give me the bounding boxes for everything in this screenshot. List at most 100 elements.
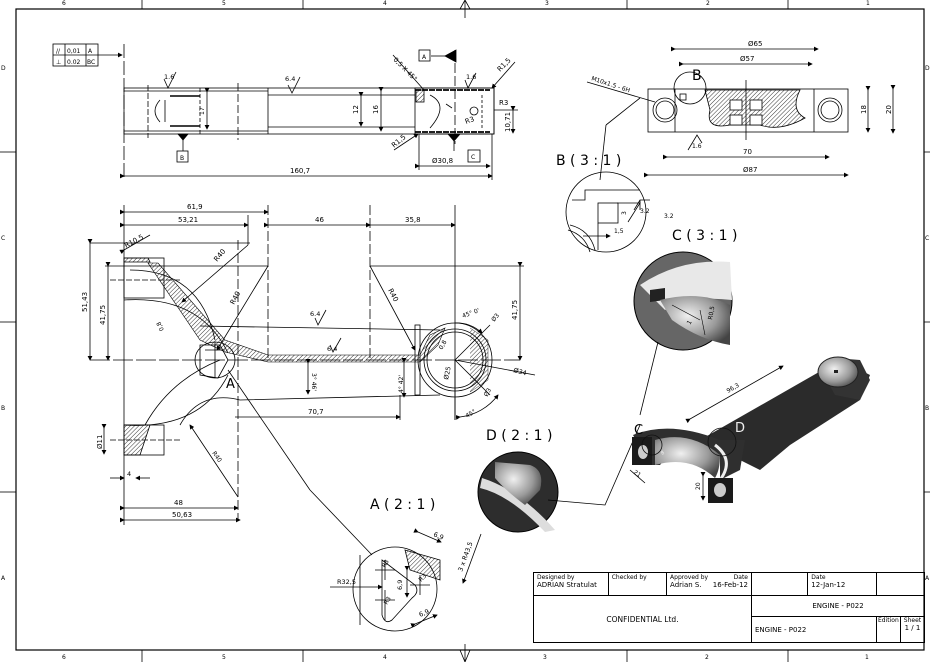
zone-col-4-bottom: 4 [383,654,387,661]
designed-by-label: Designed by [537,574,575,581]
zone-row-c-right: C [925,235,929,242]
dim-dia-34: Ø34 [512,366,527,377]
datum-a-label: A [422,54,427,61]
top-view [52,43,518,180]
dim-70-7: 70,7 [308,408,324,416]
detail-c-title: C ( 3 : 1 ) [672,228,737,244]
iso-dim-8: 8 [660,450,666,457]
detail-a-dim-69-top: 6,9 [432,530,445,541]
detail-a-r3-c: R3 [383,595,393,606]
dim-h18: 18 [860,105,868,114]
zone-col-3: 3 [545,0,549,7]
date-label-1: Date [733,574,748,581]
zone-col-2: 2 [706,0,710,7]
zone-row-b: B [1,405,5,412]
zone-col-5: 5 [222,0,226,7]
dim-r40-a: R40 [212,248,227,264]
datum-b-label: B [180,155,184,162]
dim-r40-d: R40 [210,450,223,464]
detail-a-title: A ( 2 : 1 ) [370,497,435,513]
gdt-datum-1: A [88,48,93,55]
zone-col-5-bottom: 5 [222,654,226,661]
edition-label: Edition [878,617,899,625]
dim-offset: 10,71 [504,112,512,132]
zone-row-a: A [1,575,6,582]
dim-chamfer: 0,5 X 45° [392,56,419,83]
zone-row-c: C [1,235,5,242]
dim-4: 4 [127,470,131,478]
zone-col-2-bottom: 2 [705,654,709,661]
dim-61-9: 61,9 [187,203,203,211]
date-1-value: 16-Feb-12 [712,581,748,589]
detail-a-r43-5: 3 x R43,5 [456,541,474,573]
detail-c [633,251,733,416]
dim-angle-3-46: 3° 46' [310,373,317,391]
iso-dim-20: 20 [695,482,702,490]
top-view-labels: // 0,01 A ⊥ 0.02 BC B A C 160,7 12 16 17… [56,48,513,175]
checked-by-label: Checked by [611,574,647,581]
detail-b-finish-1: 3.2 [640,208,650,215]
dim-r3-a: R3 [499,99,508,107]
zone-row-a-right: A [925,575,930,582]
dim-dia-65: Ø65 [748,40,762,48]
dim-41-75-right: 41,75 [511,300,519,320]
detail-c-dim-1: 1 [686,319,694,326]
date-2-value: 12-Jan-12 [811,581,846,589]
gdt-symbol-perpendicular: ⊥ [56,59,61,66]
finish-6-4-lower: 6.4 [327,345,337,353]
dim-r3-b: R3 [464,115,476,126]
detail-d [477,424,641,533]
dim-0-8-left: 0,8 [155,320,165,332]
detail-a-dim-69-bottom: 6,9 [418,608,431,619]
drawing-number: ENGINE - P022 [751,616,877,643]
iso-dim-96-3: 96,3 [726,382,741,395]
sheet-label: Sheet [903,617,922,625]
dim-48: 48 [174,499,183,507]
detail-b-marker: B [692,68,702,84]
detail-a-r3-a: R3 [381,558,391,569]
detail-b-finish-2: 3.2 [664,213,674,220]
detail-b-dim-3: 3 [621,211,628,215]
datum-c-label: C [471,154,475,161]
iso-marker-c: C [634,423,643,438]
sheet-value: 1 / 1 [904,624,921,633]
dim-r10-5: R10,5 [123,233,145,250]
detail-c-labels: C ( 3 : 1 ) 1 R0,5 [672,228,737,326]
dim-53-21: 53,21 [178,216,198,224]
approved-by-label: Approved by [670,574,709,581]
gdt-value-1: 0,01 [67,48,81,55]
title-block: Designed by ADRIAN Stratulat Checked by … [533,572,926,643]
zone-col-6: 6 [62,0,66,7]
date-label-2: Date [811,574,826,581]
dim-width-16: 16 [372,105,380,114]
dim-r40-b: R40 [229,290,243,306]
zone-col-4: 4 [383,0,387,7]
dim-center-70: 70 [743,148,752,156]
center-mark-top [459,0,471,18]
detail-b-dim-15: 1,5 [614,228,624,235]
dim-35-8: 35,8 [405,216,421,224]
finish-6-4-upper: 6.4 [310,310,320,318]
dim-51-43: 51,43 [81,292,89,312]
detail-d-labels: D ( 2 : 1 ) [486,428,553,444]
dim-dia-57: Ø57 [740,55,754,63]
finish-end-view: 1.6 [692,143,702,150]
gdt-datum-2: BC [87,59,95,66]
dim-overall-length: 160,7 [290,167,310,175]
dim-dia-3-b: Ø3 [483,387,493,398]
gdt-value-2: 0.02 [67,59,81,66]
dim-41-75-left: 41,75 [99,305,107,325]
detail-a [330,528,482,632]
detail-a-dim-69-mid: 6,9 [396,580,404,590]
iso-view [629,356,870,503]
detail-a-labels: A ( 2 : 1 ) 6,9 6,9 6,9 R3 R3 R3 R32,5 3… [337,497,475,619]
zone-col-1: 1 [866,0,870,7]
zone-col-1-bottom: 1 [865,654,869,661]
zone-row-d-right: D [925,65,930,72]
end-view [586,46,896,181]
detail-a-r3-b: R3 [417,573,428,584]
detail-b-title: B ( 3 : 1 ) [556,153,621,169]
zone-row-b-right: B [925,405,929,412]
finish-6-4: 6.4 [285,75,295,83]
